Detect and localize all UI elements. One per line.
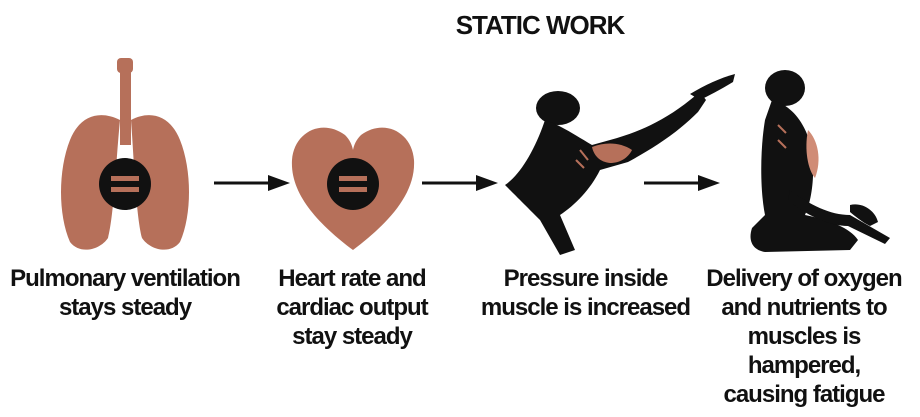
caption-oxygen-delivery: Delivery of oxygen and nutrients to musc…	[690, 264, 918, 409]
caption-heart-rate: Heart rate and cardiac output stay stead…	[262, 264, 442, 351]
arrow-3-icon	[644, 175, 720, 191]
person-pushing-icon	[505, 74, 735, 255]
caption-muscle-pressure: Pressure inside muscle is increased	[478, 264, 693, 322]
person-fatigued-icon	[751, 70, 890, 252]
arrow-2-icon	[422, 175, 498, 191]
arrow-1-icon	[214, 175, 290, 191]
caption-pulmonary-ventilation: Pulmonary ventilation stays steady	[5, 264, 245, 322]
heart-icon	[292, 128, 414, 250]
lungs-icon	[61, 58, 189, 250]
